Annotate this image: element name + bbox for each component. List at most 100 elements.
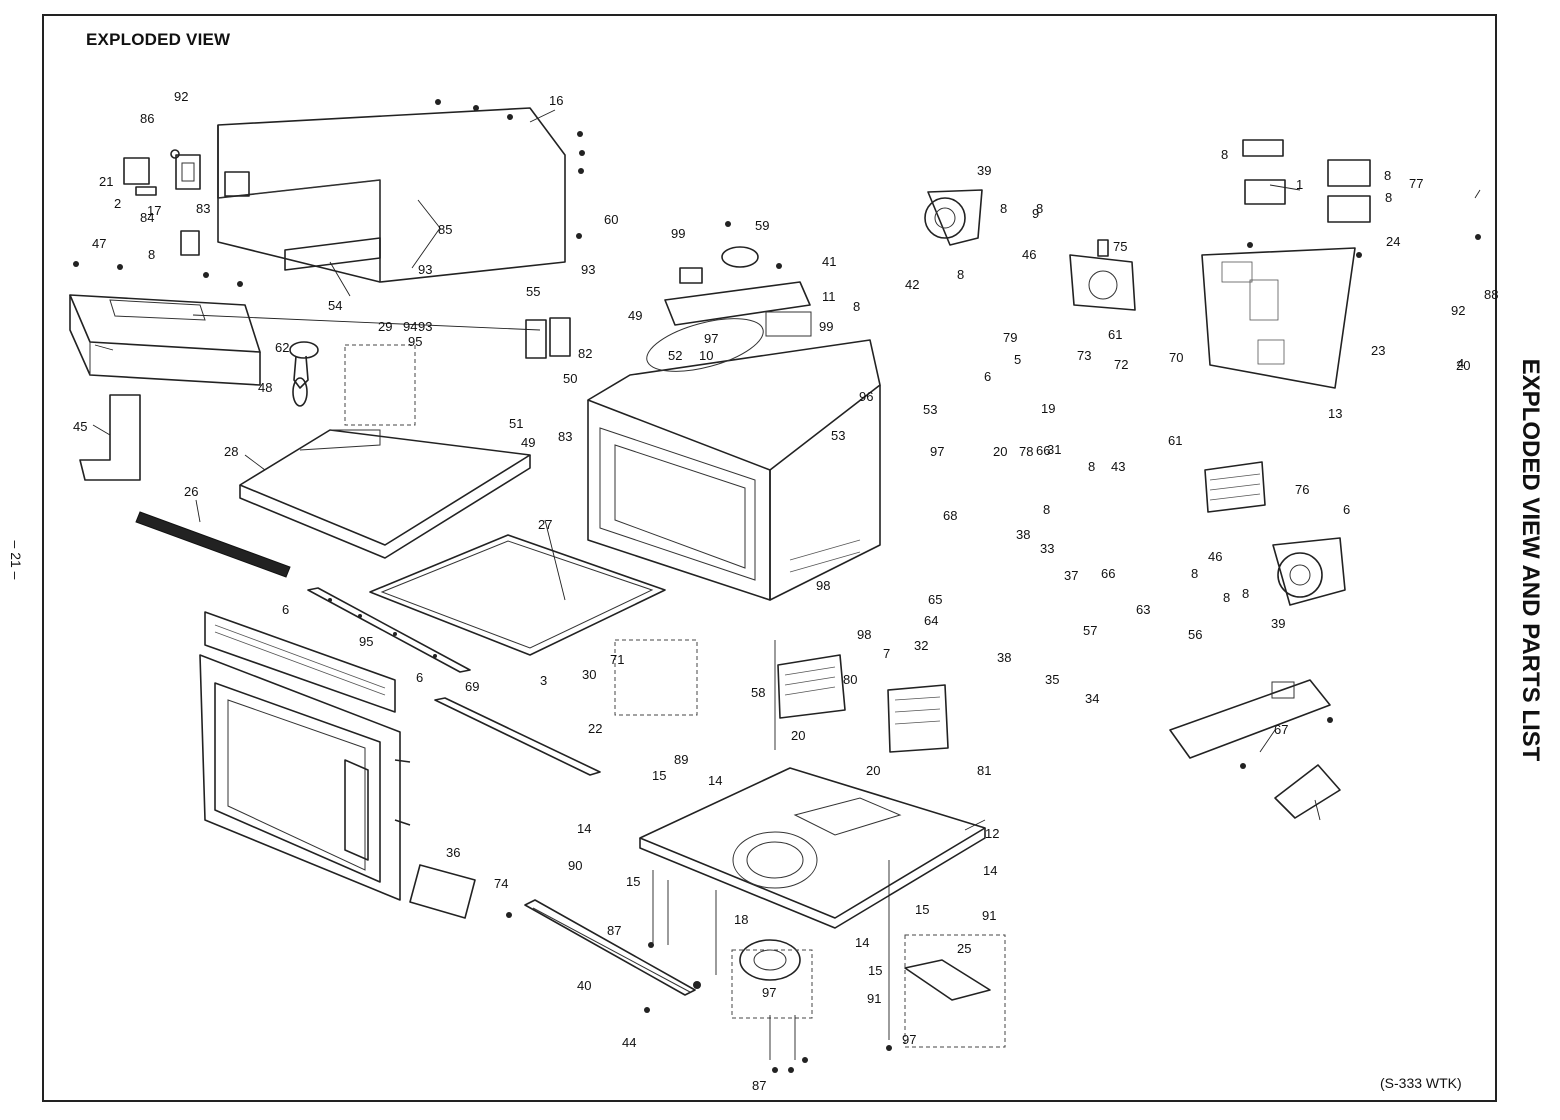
bottom-cover — [1274, 764, 1341, 819]
callout-label: 69 — [465, 679, 479, 694]
callout-label: 24 — [1386, 234, 1400, 249]
callout-label: 2 — [114, 196, 121, 211]
callout-label: 49 — [628, 308, 642, 323]
callout-label: 34 — [1085, 691, 1099, 706]
heat-sinks — [777, 654, 949, 753]
callout-label: 86 — [140, 111, 154, 126]
callout-label: 46 — [1208, 549, 1222, 564]
callout-label: 66 — [1036, 443, 1050, 458]
relays — [525, 317, 571, 359]
callout-label: 88 — [1484, 287, 1498, 302]
power-board — [1169, 679, 1331, 759]
screws — [73, 99, 1481, 1073]
callout-label: 8 — [1043, 502, 1050, 517]
callout-label: 76 — [1295, 482, 1309, 497]
callout-label: 5 — [1014, 352, 1021, 367]
callout-label: 81 — [977, 763, 991, 778]
callout-label: 52 — [668, 348, 682, 363]
callout-label: 96 — [859, 389, 873, 404]
callout-label: 46 — [1022, 247, 1036, 262]
diagram-title: EXPLODED VIEW — [86, 30, 231, 49]
callout-label: 8 — [1036, 201, 1043, 216]
leader-lines — [92, 109, 1481, 1060]
bottom-rail — [524, 899, 696, 996]
callout-label: 61 — [1168, 433, 1182, 448]
callout-label: 57 — [1083, 623, 1097, 638]
callout-label: 10 — [699, 348, 713, 363]
callout-label: 84 — [140, 210, 154, 225]
callout-label: 51 — [509, 416, 523, 431]
callout-label: 27 — [538, 517, 552, 532]
callout-label: 32 — [914, 638, 928, 653]
callout-label: 93 — [418, 262, 432, 277]
callout-label: 98 — [816, 578, 830, 593]
callout-label: 38 — [1016, 527, 1030, 542]
fan-motor-bottom — [1272, 537, 1346, 606]
callout-label: 33 — [1040, 541, 1054, 556]
callout-label: 8 — [1384, 168, 1391, 183]
callout-label: 77 — [1409, 176, 1423, 191]
callout-label: 64 — [924, 613, 938, 628]
callout-label: 49 — [521, 435, 535, 450]
callout-label: 8 — [1242, 586, 1249, 601]
callout-label: 18 — [734, 912, 748, 927]
callout-label: 1 — [1296, 177, 1303, 192]
callout-label: 8 — [1223, 590, 1230, 605]
callout-label: 90 — [568, 858, 582, 873]
waveguide-assembly — [664, 246, 812, 337]
callout-label: 95 — [359, 634, 373, 649]
callout-label: 29 — [378, 319, 392, 334]
callout-label: 30 — [582, 667, 596, 682]
dashed-groups — [344, 344, 1006, 1048]
callout-label: 68 — [943, 508, 957, 523]
callout-label: 79 — [1003, 330, 1017, 345]
callout-label: 15 — [868, 963, 882, 978]
magnetron-top — [1069, 239, 1136, 311]
callout-label: 43 — [1111, 459, 1125, 474]
callout-label: 20 — [1456, 358, 1470, 373]
callout-label: 97 — [704, 331, 718, 346]
callout-label: 15 — [915, 902, 929, 917]
callout-label: 83 — [196, 201, 210, 216]
callout-label: 36 — [446, 845, 460, 860]
callout-label: 85 — [438, 222, 452, 237]
lamp-parts — [289, 341, 319, 407]
callout-label: 95 — [408, 334, 422, 349]
callout-label: 53 — [831, 428, 845, 443]
callout-label: 75 — [1113, 239, 1127, 254]
callout-label: 6 — [1343, 502, 1350, 517]
callout-label: 28 — [224, 444, 238, 459]
transformer — [1204, 461, 1266, 513]
callout-label: 93 — [581, 262, 595, 277]
callout-label: 97 — [902, 1032, 916, 1047]
callout-label: 20 — [791, 728, 805, 743]
callout-label: 70 — [1169, 350, 1183, 365]
callout-label: 99 — [819, 319, 833, 334]
callout-label: 83 — [558, 429, 572, 444]
callout-label: 39 — [1271, 616, 1285, 631]
callout-label: 74 — [494, 876, 508, 891]
door — [199, 611, 411, 901]
callout-label: 6 — [984, 369, 991, 384]
callout-label: 66 — [1101, 566, 1115, 581]
bracket — [79, 394, 141, 481]
callout-label: 37 — [1064, 568, 1078, 583]
page-frame — [42, 14, 1497, 1102]
fan-motor-top — [924, 189, 983, 246]
callout-label: 42 — [905, 277, 919, 292]
control-board — [69, 294, 261, 386]
callout-label: 50 — [563, 371, 577, 386]
callout-label: 8 — [1385, 190, 1392, 205]
small-panels — [123, 149, 201, 256]
callout-label: 97 — [930, 444, 944, 459]
callout-label: 61 — [1108, 327, 1122, 342]
callout-label: 91 — [982, 908, 996, 923]
callout-label: 87 — [607, 923, 621, 938]
callout-label: 14 — [577, 821, 591, 836]
callout-label: 67 — [1274, 722, 1288, 737]
callout-label: 31 — [1047, 442, 1061, 457]
callout-label: 8 — [1088, 459, 1095, 474]
callout-label: 38 — [997, 650, 1011, 665]
callout-label: 16 — [549, 93, 563, 108]
